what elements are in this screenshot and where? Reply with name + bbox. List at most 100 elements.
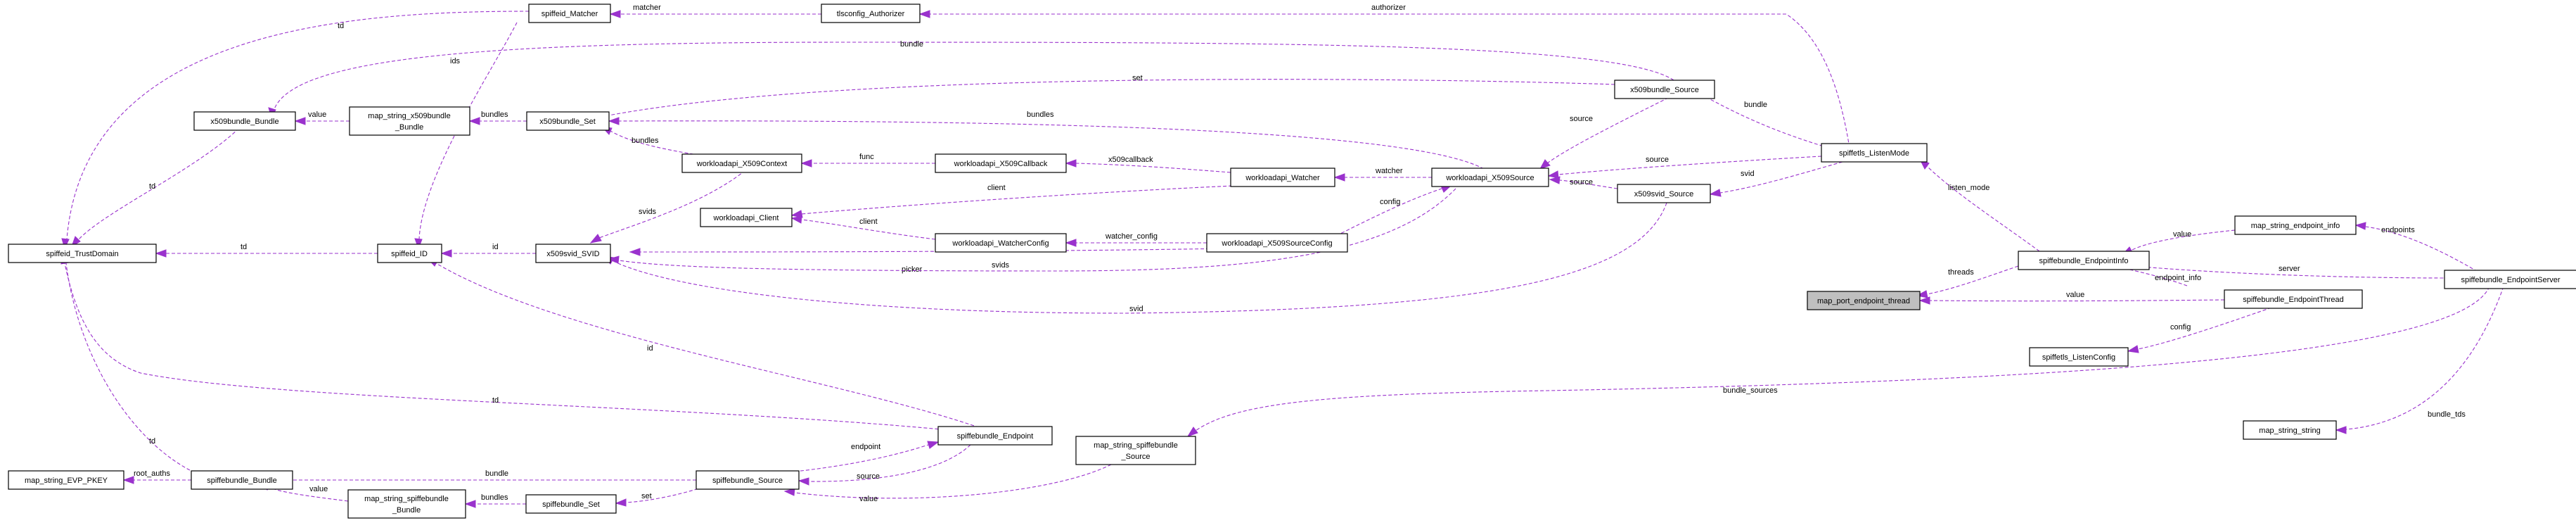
node-workloadapi-x509callback[interactable]: workloadapi_X509Callback [935, 153, 1067, 173]
svg-text:spiffebundle_Endpoint: spiffebundle_Endpoint [957, 432, 1034, 441]
node-map-string-spiffebundle-bundle[interactable]: map_string_spiffebundle _Bundle [347, 489, 466, 519]
edge-td-ep: td [60, 253, 978, 434]
edge-bundle-top: bundle [268, 40, 1674, 119]
node-workloadapi-x509source[interactable]: workloadapi_X509Source [1431, 168, 1549, 187]
edge-label-td-sb: td [149, 437, 155, 446]
edge-label-client-wc: client [859, 217, 878, 226]
edge-label-value-x509: value [308, 111, 326, 119]
edge-label-bundle-sources: bundle_sources [1723, 386, 1778, 395]
edge-label-source-xbs: source [1570, 115, 1593, 123]
edge-bundles-x509: bundles [468, 111, 527, 125]
svg-text:spiffebundle_EndpointServer: spiffebundle_EndpointServer [2461, 276, 2560, 284]
node-workloadapi-client[interactable]: workloadapi_Client [700, 208, 793, 227]
node-spiffeid-matcher[interactable]: spiffeid_Matcher [528, 4, 611, 23]
svg-text:spiffetls_ListenConfig: spiffetls_ListenConfig [2042, 353, 2115, 362]
node-spiffebundle-endpointinfo[interactable]: spiffebundle_EndpointInfo [2018, 251, 2150, 270]
edge-label-bundles-set: bundles [1027, 111, 1054, 119]
edge-label-set-sbs: set [641, 492, 652, 500]
svg-text:x509svid_SVID: x509svid_SVID [546, 250, 599, 258]
svg-text:map_string_x509bundle: map_string_x509bundle [368, 112, 450, 120]
svg-text:map_string_EVP_PKEY: map_string_EVP_PKEY [25, 477, 108, 485]
node-map-string-endpoint-info[interactable]: map_string_endpoint_info [2234, 215, 2357, 235]
node-spiffebundle-endpointthread[interactable]: spiffebundle_EndpointThread [2224, 289, 2363, 309]
edge-label-value-epi: value [2173, 230, 2191, 239]
node-workloadapi-x509sourceconfig[interactable]: workloadapi_X509SourceConfig [1206, 233, 1348, 253]
edge-set-sbs: set [615, 486, 704, 507]
svg-text:map_string_spiffebundle: map_string_spiffebundle [364, 495, 449, 503]
edge-label-set: set [1132, 74, 1143, 82]
edge-label-config: config [1380, 198, 1400, 206]
svg-text:_Bundle: _Bundle [395, 123, 423, 132]
edge-label-func: func [859, 153, 874, 161]
edge-label-matcher: matcher [633, 4, 661, 12]
node-workloadapi-x509context[interactable]: workloadapi_X509Context [681, 153, 802, 173]
edge-x509callback: x509callback [1065, 156, 1231, 173]
node-spiffebundle-source[interactable]: spiffebundle_Source [696, 470, 800, 490]
svg-text:x509bundle_Set: x509bundle_Set [539, 118, 596, 126]
svg-text:x509svid_Source: x509svid_Source [1634, 190, 1693, 198]
node-spiffebundle-endpoint[interactable]: spiffebundle_Endpoint [937, 426, 1053, 446]
edge-label-td-id: td [241, 243, 247, 251]
node-workloadapi-watcher[interactable]: workloadapi_Watcher [1230, 168, 1335, 187]
edge-label-bundles-x509: bundles [481, 111, 508, 119]
node-spiffetls-listenconfig[interactable]: spiffetls_ListenConfig [2029, 347, 2129, 367]
node-map-port-endpoint-thread[interactable]: map_port_endpoint_thread [1807, 291, 1921, 310]
edge-label-value-ept: value [2066, 291, 2084, 299]
edge-label-listen-mode: listen_mode [1948, 184, 1989, 192]
node-tlsconfig-authorizer[interactable]: tlsconfig_Authorizer [821, 4, 921, 23]
edge-label-bundle-ls: bundle [1744, 101, 1767, 109]
edge-label-svids-ctx: svids [639, 208, 657, 216]
node-map-string-x509bundle-bundle[interactable]: map_string_x509bundle _Bundle [349, 106, 470, 136]
edge-label-x509callback: x509callback [1108, 156, 1153, 164]
edge-label-id-ep: id [647, 344, 653, 353]
edge-source-ep: source [797, 444, 971, 486]
node-x509svid-source[interactable]: x509svid_Source [1617, 184, 1711, 203]
svg-text:map_port_endpoint_thread: map_port_endpoint_thread [1817, 297, 1910, 305]
node-spiffeid-id[interactable]: spiffeid_ID [377, 244, 442, 263]
edge-label-td-ep: td [492, 396, 499, 405]
node-map-string-string[interactable]: map_string_string [2243, 420, 2337, 440]
edge-picker: picker [629, 247, 1267, 274]
edge-endpoint: endpoint [794, 441, 940, 472]
node-spiffebundle-bundle[interactable]: spiffebundle_Bundle [191, 470, 293, 490]
edge-label-source-svs: source [1570, 178, 1593, 187]
svg-text:tlsconfig_Authorizer: tlsconfig_Authorizer [837, 10, 905, 18]
edge-label-authorizer: authorizer [1371, 4, 1406, 12]
edge-set: set [595, 74, 1615, 120]
node-x509bundle-bundle[interactable]: x509bundle_Bundle [193, 111, 296, 131]
edge-bundle-tds: bundle_tds [2335, 286, 2504, 434]
node-x509bundle-set[interactable]: x509bundle_Set [526, 111, 610, 131]
node-x509bundle-source[interactable]: x509bundle_Source [1614, 80, 1715, 99]
edge-label-id-svid: id [492, 243, 499, 251]
node-spiffebundle-endpointserver[interactable]: spiffebundle_EndpointServer [2444, 270, 2576, 289]
edge-label-source-ls: source [1646, 156, 1669, 164]
node-spiffebundle-set[interactable]: spiffebundle_Set [525, 494, 617, 514]
svg-text:workloadapi_X509Callback: workloadapi_X509Callback [954, 160, 1048, 168]
edge-label-td-top: td [338, 22, 344, 30]
svg-text:_Source: _Source [1121, 453, 1151, 461]
svg-text:workloadapi_WatcherConfig: workloadapi_WatcherConfig [951, 239, 1049, 248]
node-map-string-spiffebundle-source[interactable]: map_string_spiffebundle _Source [1075, 436, 1196, 465]
edge-threads: threads [1916, 265, 2019, 298]
node-workloadapi-watcherconfig[interactable]: workloadapi_WatcherConfig [935, 233, 1067, 253]
edge-func: func [800, 153, 935, 168]
svg-text:spiffetls_ListenMode: spiffetls_ListenMode [1839, 149, 1909, 158]
node-x509svid-svid[interactable]: x509svid_SVID [535, 244, 611, 263]
edge-label-value-sbs: value [859, 495, 878, 503]
svg-text:x509bundle_Bundle: x509bundle_Bundle [210, 118, 278, 126]
node-spiffetls-listenmode[interactable]: spiffetls_ListenMode [1821, 143, 1928, 163]
edge-label-svid-ls: svid [1741, 170, 1755, 178]
node-map-string-evp-pkey[interactable]: map_string_EVP_PKEY [8, 470, 124, 490]
node-spiffeid-trustdomain[interactable]: spiffeid_TrustDomain [8, 244, 157, 263]
edge-value-ept: value [1918, 291, 2225, 305]
edge-label-source-ep: source [857, 472, 880, 481]
svg-text:spiffeid_TrustDomain: spiffeid_TrustDomain [46, 250, 118, 258]
edge-source-xbs: source [1539, 94, 1674, 170]
edge-label-svid-src: svid [1129, 305, 1143, 313]
edge-bundle-ls: bundle [1692, 90, 1829, 149]
edge-endpoints: endpoints [2354, 222, 2483, 275]
edge-label-svids-src: svids [992, 261, 1010, 270]
svg-text:workloadapi_X509Context: workloadapi_X509Context [696, 160, 787, 168]
svg-text:spiffebundle_Bundle: spiffebundle_Bundle [207, 477, 277, 485]
svg-text:workloadapi_X509Source: workloadapi_X509Source [1445, 174, 1534, 182]
